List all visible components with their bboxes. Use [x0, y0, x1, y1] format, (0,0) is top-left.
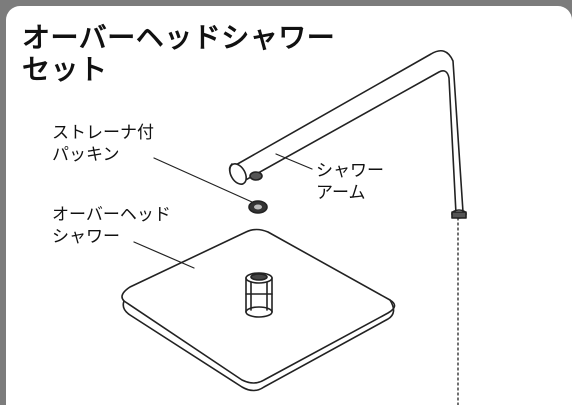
label-shower-arm-line-1: シャワー: [316, 161, 384, 181]
strainer-packing: [248, 200, 268, 214]
label-shower-arm: シャワー アーム: [316, 160, 384, 204]
shower-head-connector: [245, 272, 273, 318]
label-overhead-shower: オーバーヘッド シャワー: [52, 204, 171, 248]
diagram-title: オーバーヘッドシャワー セット: [22, 22, 335, 86]
title-line-1: オーバーヘッドシャワー: [22, 21, 336, 54]
shower-arm: [228, 49, 467, 219]
label-overhead-shower-line-2: シャワー: [52, 227, 120, 247]
leader-line-overhead-shower: [133, 241, 195, 269]
label-strainer-packing-line-2: パッキン: [52, 145, 120, 165]
parts-illustration: [121, 49, 467, 405]
leader-line-strainer-packing: [153, 157, 253, 203]
label-strainer-packing: ストレーナ付 パッキン: [52, 122, 154, 166]
leader-lines: [133, 153, 313, 269]
label-overhead-shower-line-1: オーバーヘッド: [52, 205, 171, 225]
diagram-frame: オーバーヘッドシャワー セット ストレーナ付 パッキン オーバーヘッド シャワー…: [6, 6, 572, 405]
title-line-2: セット: [22, 53, 108, 86]
label-strainer-packing-line-1: ストレーナ付: [52, 123, 154, 143]
leader-line-shower-arm: [275, 153, 313, 170]
label-shower-arm-line-2: アーム: [316, 183, 366, 203]
overhead-shower-head: [121, 228, 396, 392]
